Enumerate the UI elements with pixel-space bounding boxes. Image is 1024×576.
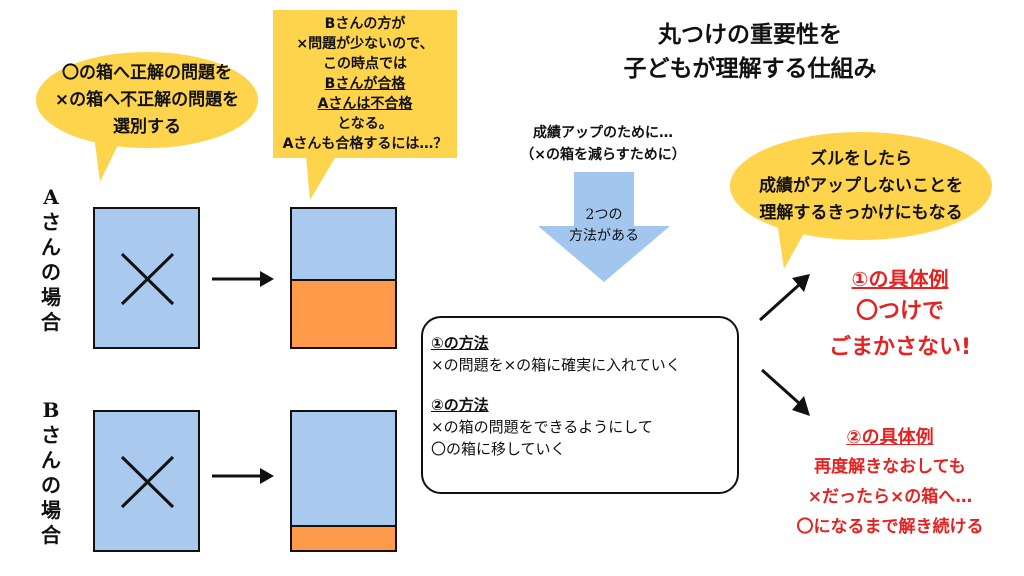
a-result-box	[290, 207, 397, 349]
label-b-char: 場	[41, 498, 61, 522]
bubble-right-line-3: 理解するきっかけにもなる	[759, 202, 963, 223]
label-b-char: B	[42, 398, 60, 422]
label-b-char: 合	[41, 523, 61, 547]
arrow-down-line-1: 2つの	[585, 207, 623, 223]
bubble-left-line-2: ×の箱へ不正解の問題を	[54, 89, 240, 110]
label-a: A さ ん の 場 合	[38, 185, 64, 335]
methods-box: ①の方法 ×の問題を×の箱に確実に入れていく ②の方法 ×の箱の問題をできるよう…	[421, 316, 739, 494]
label-b: B さ ん の 場 合	[38, 398, 64, 548]
center-caption-line-2: （×の箱を減らすために）	[520, 147, 686, 163]
note-line-7: Aさんも合格するには…？	[282, 136, 448, 152]
label-b-char: の	[41, 473, 61, 497]
note-line-2: ×問題が少ないので、	[296, 36, 434, 52]
example-1-title: ①の具体例	[851, 267, 949, 291]
label-a-char: さ	[41, 210, 61, 234]
example-2-title: ②の具体例	[846, 427, 934, 448]
label-a-char: の	[41, 260, 61, 284]
label-b-char: さ	[41, 423, 61, 447]
label-b-char: ん	[41, 448, 61, 472]
arrow-down-right-icon	[760, 368, 810, 416]
label-a-char: ん	[41, 235, 61, 259]
note-line-5: Aさんは不合格	[317, 96, 413, 112]
title-line-1: 丸つけの重要性を	[658, 22, 842, 48]
note-line-1: Bさんの方が	[324, 16, 406, 32]
method-1-title: ①の方法	[431, 334, 489, 352]
note-top-tail	[306, 156, 336, 200]
example-1-line-2: ごまかさない!	[828, 335, 972, 360]
cross-icon	[120, 455, 175, 509]
cross-icon	[120, 252, 175, 306]
label-a-char: 合	[41, 310, 61, 334]
method-2-line-2: 〇の箱に移していく	[431, 440, 566, 458]
b-result-box	[290, 410, 397, 552]
b-result-fill	[292, 525, 395, 550]
arrow-right-icon	[212, 271, 274, 287]
title-line-2: 子どもが理解する仕組み	[623, 56, 877, 82]
arrow-down-icon	[538, 172, 670, 282]
a-result-fill	[292, 279, 395, 347]
note-line-6: となる。	[337, 116, 393, 132]
b-cross-box	[93, 410, 200, 552]
example-2: ②の具体例 再度解きなおしても ×だったら×の箱へ… 〇になるまで解き続ける	[765, 424, 1015, 542]
note-line-3: この時点では	[323, 56, 407, 72]
example-2-line-1: 再度解きなおしても	[814, 457, 966, 477]
page-title: 丸つけの重要性を 子どもが理解する仕組み	[600, 18, 900, 86]
arrow-right-icon	[212, 468, 274, 484]
example-1-line-1: 〇つけで	[855, 299, 944, 324]
arrow-up-right-icon	[758, 274, 810, 322]
method-2-title: ②の方法	[431, 396, 489, 414]
label-a-char: 場	[41, 285, 61, 309]
bubble-left-line-3: 選別する	[113, 116, 181, 137]
label-a-char: A	[43, 185, 59, 209]
method-2-line-1: ×の箱の問題をできるようにして	[431, 418, 653, 436]
method-1-line-1: ×の問題を×の箱に確実に入れていく	[431, 356, 681, 374]
a-cross-box	[93, 207, 200, 349]
center-caption: 成績アップのために… （×の箱を減らすために）	[498, 122, 708, 166]
example-1: ①の具体例 〇つけで ごまかさない!	[790, 264, 1010, 366]
bubble-left: 〇の箱へ正解の問題を ×の箱へ不正解の問題を 選別する	[36, 52, 258, 148]
arrow-down-line-2: 方法がある	[569, 228, 639, 244]
center-caption-line-1: 成績アップのために…	[533, 125, 673, 141]
bubble-right-line-1: ズルをしたら	[810, 148, 912, 169]
bubble-right: ズルをしたら 成績がアップしないことを 理解するきっかけにもなる	[730, 132, 992, 240]
note-top: Bさんの方が ×問題が少ないので、 この時点では Bさんが合格 Aさんは不合格 …	[273, 10, 457, 158]
arrow-down-text: 2つの 方法がある	[556, 205, 652, 247]
example-2-line-2: ×だったら×の箱へ…	[807, 487, 973, 507]
bubble-right-line-2: 成績がアップしないことを	[759, 175, 963, 196]
note-line-4: Bさんが合格	[324, 76, 406, 92]
bubble-left-line-1: 〇の箱へ正解の問題を	[62, 62, 232, 83]
example-2-line-3: 〇になるまで解き続ける	[796, 517, 984, 537]
